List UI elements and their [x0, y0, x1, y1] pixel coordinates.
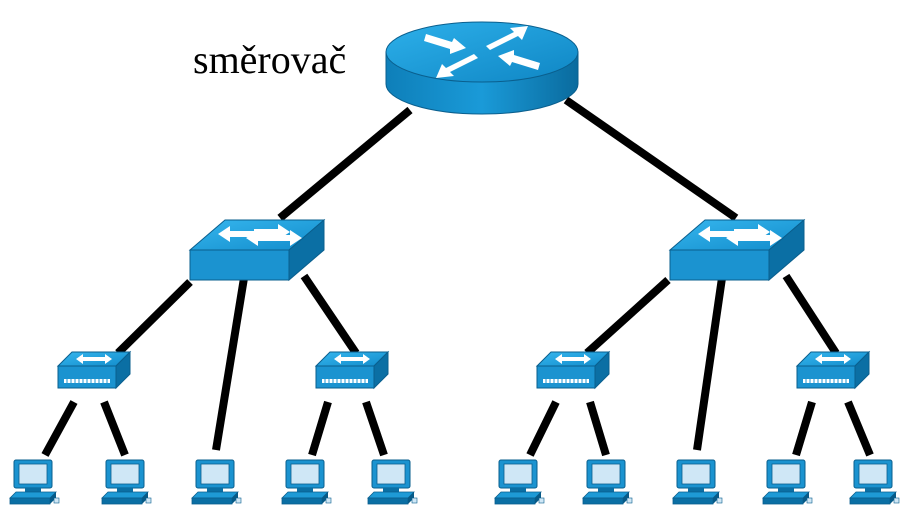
pc-6-icon [494, 459, 545, 505]
links [41, 96, 874, 457]
link-hub3-pc7 [586, 400, 610, 457]
pc-7-icon [582, 459, 633, 505]
link-hub2-pc4 [308, 400, 332, 457]
link-hub1-pc1 [41, 400, 78, 457]
pc-10-icon [849, 459, 900, 505]
link-swr-hub4 [782, 273, 840, 356]
link-swl-hub1 [115, 279, 193, 356]
link-swl-hub2 [300, 273, 360, 356]
link-swr-pc8 [693, 277, 726, 451]
hub-3-icon [536, 351, 610, 389]
link-swl-pc3 [212, 277, 248, 451]
pc-8-icon [672, 459, 723, 505]
link-swr-hub3 [584, 277, 671, 356]
hub-4-icon [796, 351, 870, 389]
hub-1-icon [57, 351, 131, 389]
pc-1-icon [9, 459, 60, 505]
pc-4-icon [281, 459, 332, 505]
switch-right-icon [669, 219, 805, 281]
link-router-switch-right [563, 96, 739, 222]
link-hub3-pc6 [526, 400, 560, 457]
switch-left-icon [189, 219, 325, 281]
pc-2-icon [101, 459, 152, 505]
hub-2-icon [315, 351, 389, 389]
router-icon [385, 21, 579, 115]
pc-9-icon [762, 459, 813, 505]
link-router-switch-left [277, 106, 413, 222]
pc-5-icon [367, 459, 418, 505]
link-hub4-pc9 [792, 400, 816, 457]
link-hub1-pc2 [100, 400, 129, 457]
pc-3-icon [191, 459, 242, 505]
link-hub2-pc5 [362, 400, 388, 457]
router-label: směrovač [193, 37, 347, 82]
link-hub4-pc10 [844, 400, 874, 457]
